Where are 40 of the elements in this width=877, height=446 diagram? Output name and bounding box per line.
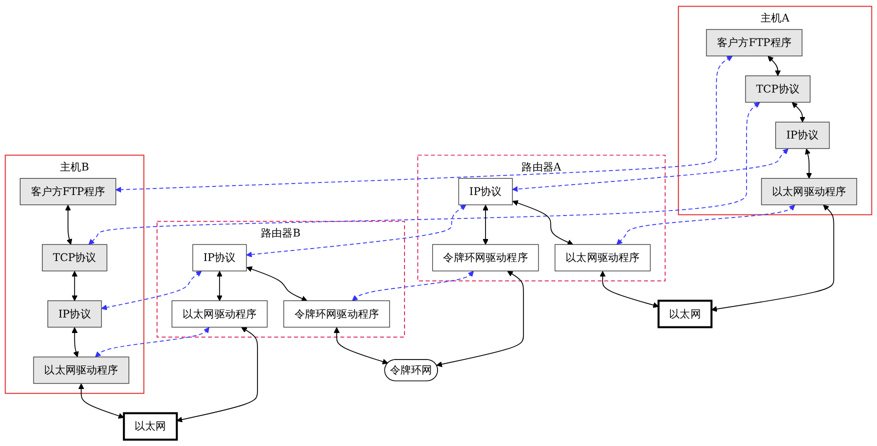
node-box: TCP协议 xyxy=(42,244,108,272)
arrow xyxy=(512,200,574,246)
arrow xyxy=(72,270,78,301)
arrow xyxy=(246,204,466,258)
node-box: IP协议 xyxy=(47,300,102,328)
arrow xyxy=(600,270,659,308)
node-box: 以太网 xyxy=(658,300,712,328)
node-box: 以太网驱动程序 xyxy=(554,244,651,272)
node-box: 以太网 xyxy=(122,412,178,441)
arrow xyxy=(216,270,222,301)
arrow xyxy=(65,204,72,245)
node-box: 令牌环网驱动程序 xyxy=(432,244,539,272)
node-box: 客户方FTP程序 xyxy=(20,178,116,206)
arrow xyxy=(246,266,308,302)
arrow xyxy=(334,327,388,364)
arrow xyxy=(436,270,524,368)
arrow xyxy=(116,56,733,193)
arrow xyxy=(804,148,812,179)
node-box: 以太网驱动程序 xyxy=(761,178,858,206)
arrow xyxy=(352,270,474,301)
arrow xyxy=(482,204,488,245)
arrow xyxy=(88,102,760,245)
arrow xyxy=(95,327,210,358)
node-box: TCP协议 xyxy=(745,75,810,103)
node-box: 以太网驱动程序 xyxy=(33,356,130,384)
arrow xyxy=(101,270,202,310)
node-box: 令牌环网驱动程序 xyxy=(283,300,390,328)
arrow xyxy=(616,204,796,245)
arrow xyxy=(711,204,834,312)
arrow xyxy=(512,148,788,192)
arrow xyxy=(176,327,258,422)
node-box: IP协议 xyxy=(775,122,830,149)
arrow xyxy=(78,383,124,419)
arrow xyxy=(72,327,79,358)
node-box: 以太网驱动程序 xyxy=(172,300,268,328)
node-box: 客户方FTP程序 xyxy=(706,29,802,56)
node-box: IP协议 xyxy=(192,244,247,272)
node-box: IP协议 xyxy=(458,178,513,206)
arrow xyxy=(768,56,781,76)
arrow xyxy=(792,102,806,122)
